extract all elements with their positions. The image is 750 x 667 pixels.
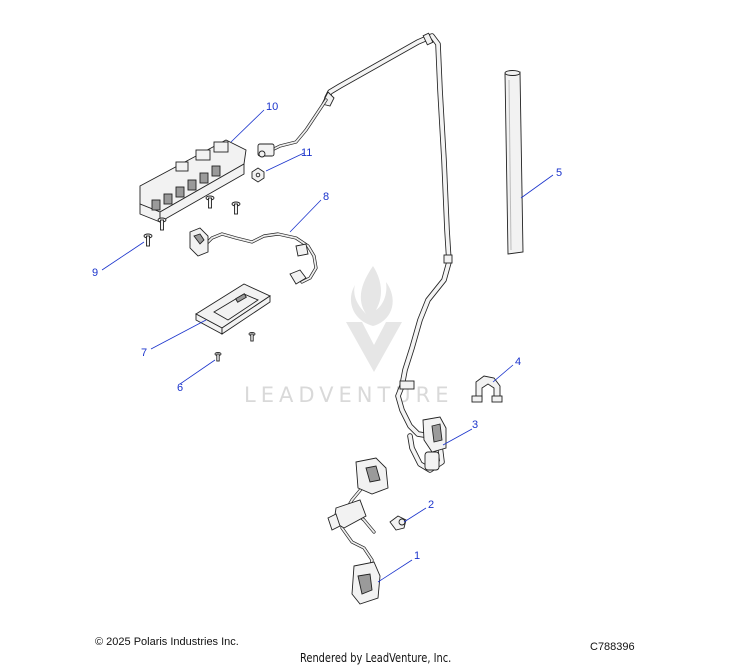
callout-1[interactable]: 1 (414, 550, 420, 562)
bolt (143, 233, 153, 247)
bolt (205, 195, 215, 209)
callout-3[interactable]: 3 (472, 419, 478, 431)
part-8-harness[interactable] (189, 227, 318, 285)
copyright-text: © 2025 Polaris Industries Inc. (95, 636, 239, 648)
leadventure-watermark: LEADVENTURE (244, 266, 454, 407)
fuse-block-relays (151, 141, 229, 211)
callout-9[interactable]: 9 (92, 267, 98, 279)
leader-lines (101, 109, 554, 583)
part-11-connector[interactable] (251, 98, 328, 183)
screw (214, 351, 222, 362)
part-9-bolts[interactable] (143, 195, 241, 247)
part-1-harness[interactable] (327, 457, 389, 605)
part-5-sleeve[interactable] (504, 70, 524, 255)
callout-6[interactable]: 6 (177, 382, 183, 394)
part-6-screws[interactable] (214, 331, 256, 362)
part-7-module[interactable] (195, 283, 271, 335)
part-10-fuse-block[interactable] (139, 139, 247, 223)
part-3-connector[interactable] (422, 416, 447, 471)
callouts: 1 2 3 4 5 6 7 8 9 10 11 (92, 101, 562, 562)
callout-8[interactable]: 8 (323, 191, 329, 203)
callout-2[interactable]: 2 (428, 499, 434, 511)
diagram-code: C788396 (590, 641, 635, 653)
callout-4[interactable]: 4 (515, 356, 521, 368)
part-2-fitting[interactable] (389, 515, 407, 531)
callout-11[interactable]: 11 (301, 147, 312, 159)
screw (248, 331, 256, 342)
bolt (231, 201, 241, 215)
callout-7[interactable]: 7 (141, 347, 147, 359)
part-4-clip[interactable] (471, 375, 503, 403)
hose-assembly (321, 32, 453, 473)
watermark-text: LEADVENTURE (244, 383, 454, 407)
callout-5[interactable]: 5 (556, 167, 562, 179)
callout-10[interactable]: 10 (266, 101, 278, 113)
rendered-by-text: Rendered by LeadVenture, Inc. (300, 651, 452, 665)
leadventure-logo-icon (346, 266, 402, 372)
bolt (157, 217, 167, 231)
